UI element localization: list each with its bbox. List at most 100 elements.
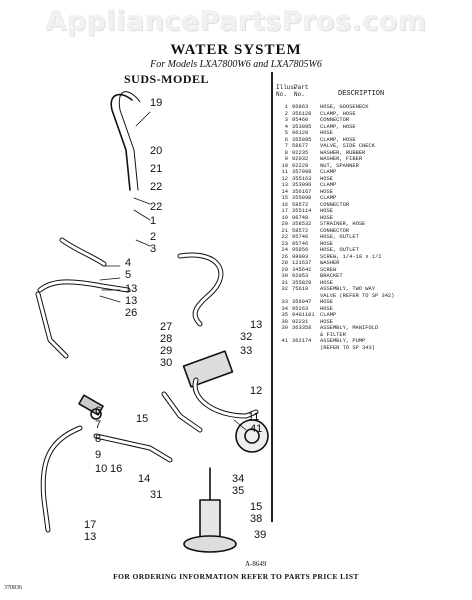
lower-left-hose [35, 291, 69, 359]
part-description: HOSE [320, 318, 333, 325]
illus-number: 4 [284, 123, 288, 130]
part-description: CONNECTOR [320, 227, 350, 234]
illus-number [276, 345, 292, 352]
part-description: CONNECTOR [320, 117, 350, 123]
illus-number: 11 [281, 169, 288, 175]
callout-number: 15 [250, 501, 262, 513]
part-number: 96128 [292, 130, 309, 136]
part-description: HOSE [320, 299, 333, 305]
illus-number: 16 [281, 201, 288, 208]
illus-number: 6 [284, 136, 288, 143]
part-description: CLAMP, HOSE [320, 110, 356, 117]
callout-number: 35 [232, 485, 244, 497]
part-description: CLAMP [320, 182, 337, 188]
part-number: 95746 [292, 240, 309, 247]
spanner-nut [90, 408, 102, 420]
part-description: NUT, SPANNER [320, 162, 359, 169]
illus-number: 39 [281, 325, 288, 331]
illus-number: 21 [281, 227, 288, 234]
part-number: 353095 [292, 123, 312, 130]
part-number: 355095 [292, 136, 312, 143]
illus-number: 28 [281, 260, 288, 266]
part-description: WASHER, RUBBER [320, 149, 366, 156]
valve-outlet-hose [192, 377, 259, 419]
part-number: 356128 [292, 110, 312, 117]
illus-number: 20 [281, 221, 288, 227]
part-description: ASSEMBLY, MANIFOLD [320, 325, 379, 331]
part-description: HOSE, GOOSENECK [320, 104, 369, 110]
part-number: 92231 [292, 318, 309, 325]
callout-number: 13 [125, 283, 137, 295]
column-divider [271, 72, 273, 522]
part-description: HOSE [320, 214, 333, 221]
part-description: HOSE [320, 175, 333, 182]
callout-number: 29 [160, 345, 172, 357]
illus-number: 3 [284, 117, 288, 123]
part-number: 355898 [292, 195, 312, 201]
illus-number: 41 [281, 338, 288, 344]
part-description: HOSE [320, 188, 333, 195]
part-description: STRAINER, HOSE [320, 221, 366, 227]
part-number: 345641 [292, 266, 312, 273]
callout-number: 22 [150, 201, 162, 213]
part-number: 92229 [292, 162, 309, 169]
callout-number: 10 [95, 463, 107, 475]
part-number: 356047 [292, 299, 312, 305]
part-number: 92032 [292, 156, 309, 162]
part-description: HOSE [320, 130, 333, 136]
long-drain-hose [40, 425, 83, 533]
illus-number: 8 [284, 149, 288, 156]
callout-number: 12 [250, 385, 262, 397]
water-system-diagram: 1920212222123451313262728293067891011153… [35, 91, 269, 553]
part-description: CLAMP [320, 195, 337, 201]
callout-number: 13 [125, 295, 137, 307]
illus-number: 14 [281, 188, 288, 195]
part-number: 95263 [292, 305, 309, 312]
part-number: 75618 [292, 286, 309, 292]
illus-number: 10 [281, 162, 288, 169]
part-number: 353096 [292, 182, 312, 188]
illus-number: 26 [281, 253, 288, 260]
part-description: CLAMP [320, 312, 337, 318]
illus-number: 2 [284, 110, 288, 117]
illus-number: 29 [281, 266, 288, 273]
part-number: 355163 [292, 175, 312, 182]
illus-number: 19 [281, 214, 288, 221]
part-no-header: Part No. [294, 84, 309, 98]
part-number: 58572 [292, 227, 309, 234]
part-description: HOSE, OUTLET [320, 234, 359, 240]
ordering-footer: FOR ORDERING INFORMATION REFER TO PARTS … [113, 572, 359, 581]
illus-number: 23 [281, 240, 288, 247]
callout-number: 6 [95, 405, 101, 417]
part-number: 9401101 [292, 312, 315, 318]
part-number: 357098 [292, 169, 312, 175]
site-watermark: AppliancePartsPros.com [45, 6, 427, 37]
parts-row: 21 58572 CONNECTOR [276, 228, 468, 235]
callout-number: 9 [95, 449, 101, 461]
illus-number: 34 [281, 305, 288, 312]
part-number: 358532 [292, 221, 312, 227]
callout-number: 13 [250, 319, 262, 331]
callout-number: 3 [150, 243, 156, 255]
manifold-base [183, 535, 237, 553]
callout-number: 22 [150, 181, 162, 193]
